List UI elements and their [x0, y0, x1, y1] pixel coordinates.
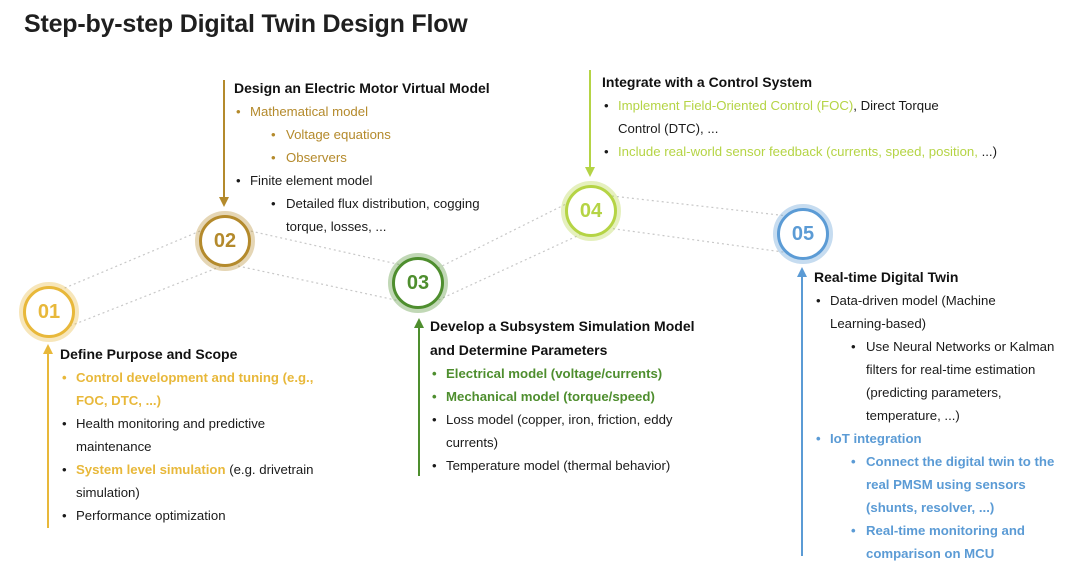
- step-03-heading-line2: and Determine Parameters: [430, 342, 608, 358]
- step-04-block: Integrate with a Control System Implemen…: [602, 70, 1022, 163]
- connector-02-03-lower: [237, 265, 401, 302]
- step-03-heading-line1: Develop a Subsystem Simulation Model: [430, 318, 695, 334]
- page-title: Step-by-step Digital Twin Design Flow: [24, 10, 468, 38]
- step-02-subitem: Detailed flux distribution, cogging torq…: [234, 192, 509, 238]
- step-02-subitem: Voltage equations: [234, 123, 524, 146]
- step-04-item-rest: , Direct Torque Control (DTC), ...: [618, 98, 939, 136]
- step-02-number: 02: [213, 229, 237, 252]
- step-03-item: Mechanical model (torque/speed): [430, 385, 730, 408]
- step-03-number: 03: [406, 271, 430, 294]
- step-05-subitem: Use Neural Networks or Kalman filters fo…: [814, 335, 1076, 427]
- connector-02-03-upper: [245, 229, 407, 267]
- step-03-item: Temperature model (thermal behavior): [430, 454, 730, 477]
- step-01-number: 01: [37, 300, 61, 323]
- step-05-subitem: Connect the digital twin to the real PMS…: [814, 450, 1076, 519]
- step-02-subitem: Observers: [234, 146, 524, 169]
- arrow-02-head: [219, 197, 229, 207]
- connector-01-02-lower: [69, 261, 233, 327]
- step-04-item: Implement Field-Oriented Control (FOC), …: [602, 94, 982, 140]
- step-02-heading: Design an Electric Motor Virtual Model: [234, 80, 490, 96]
- step-01-block: Define Purpose and Scope Control develop…: [60, 342, 360, 527]
- connector-03-04-upper: [437, 197, 579, 269]
- step-05-item: IoT integration: [814, 427, 1076, 450]
- step-04-heading: Integrate with a Control System: [602, 74, 813, 90]
- step-04-item: Include real-world sensor feedback (curr…: [602, 140, 1017, 163]
- connector-01-02-upper: [59, 225, 213, 291]
- arrow-03-head: [414, 318, 424, 328]
- step-01-item-rest: (e.g. drivetrain simulation): [76, 462, 314, 500]
- step-04-circle: 04: [561, 181, 621, 241]
- step-02-block: Design an Electric Motor Virtual Model M…: [234, 76, 524, 238]
- step-02-item: Mathematical model: [234, 100, 524, 123]
- step-05-number: 05: [791, 222, 815, 245]
- step-01-item: System level simulation (e.g. drivetrain…: [60, 458, 335, 504]
- step-02-item: Finite element model: [234, 169, 524, 192]
- step-01-item-highlight: System level simulation: [76, 462, 226, 477]
- arrow-05-head: [797, 267, 807, 277]
- step-04-number: 04: [579, 199, 603, 222]
- arrow-04-head: [585, 167, 595, 177]
- step-01-circle: 01: [19, 282, 79, 342]
- arrow-01-head: [43, 344, 53, 354]
- step-04-item-highlight: Implement Field-Oriented Control (FOC): [618, 98, 854, 113]
- step-05-block: Real-time Digital Twin Data-driven model…: [814, 265, 1076, 565]
- step-05-item: Data-driven model (Machine Learning-base…: [814, 289, 1039, 335]
- step-01-item: Control development and tuning (e.g., FO…: [60, 366, 335, 412]
- connector-03-04-lower: [433, 230, 589, 303]
- step-03-item: Electrical model (voltage/currents): [430, 362, 730, 385]
- step-03-circle: 03: [388, 253, 448, 313]
- step-01-item: Performance optimization: [60, 504, 360, 527]
- step-02-circle: 02: [195, 211, 255, 271]
- step-03-block: Develop a Subsystem Simulation Model and…: [430, 314, 730, 477]
- step-04-item-highlight: Include real-world sensor feedback (curr…: [618, 144, 978, 159]
- connector-04-05-upper: [611, 195, 789, 217]
- step-05-circle: 05: [773, 204, 833, 264]
- step-04-item-rest: ...): [977, 144, 997, 159]
- step-05-heading: Real-time Digital Twin: [814, 269, 959, 285]
- step-01-heading: Define Purpose and Scope: [60, 346, 238, 362]
- step-05-subitem: Real-time monitoring and comparison on M…: [814, 519, 1054, 565]
- connector-04-05-lower: [607, 227, 791, 254]
- step-01-item: Health monitoring and predictive mainten…: [60, 412, 315, 458]
- step-03-item: Loss model (copper, iron, friction, eddy…: [430, 408, 705, 454]
